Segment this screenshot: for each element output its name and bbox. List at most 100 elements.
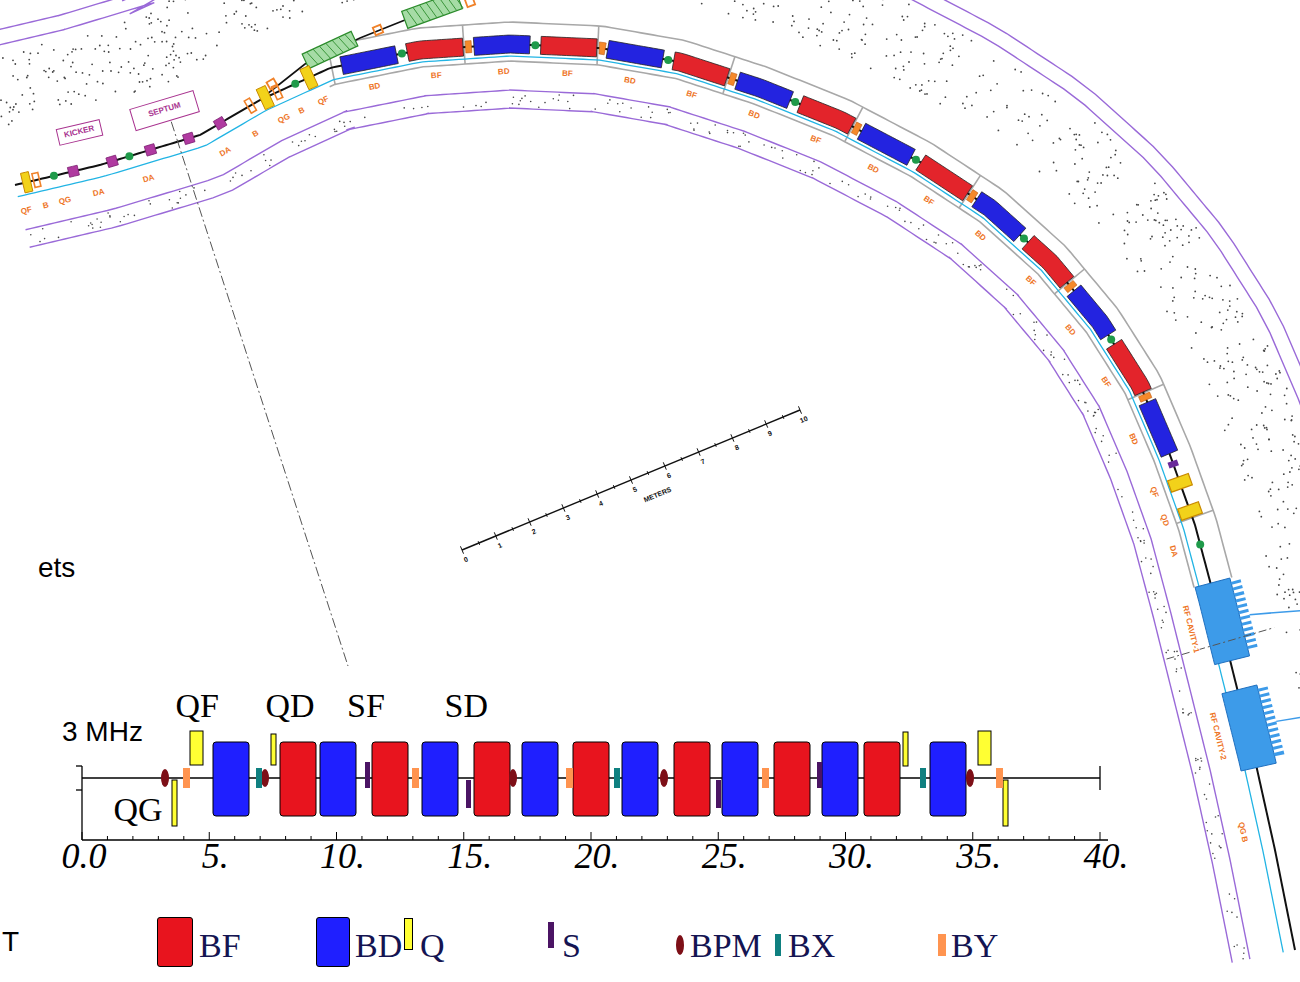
concrete-dot	[938, 61, 940, 63]
concrete-dot	[1209, 783, 1211, 785]
concrete-dot	[949, 45, 951, 47]
concrete-dot	[1204, 295, 1206, 297]
concrete-dot	[922, 29, 924, 31]
concrete-dot	[1093, 415, 1095, 417]
concrete-dot	[1035, 334, 1037, 336]
concrete-dot	[829, 183, 831, 185]
concrete-dot	[771, 147, 773, 149]
concrete-dot	[944, 33, 946, 35]
concrete-dot	[1084, 402, 1086, 404]
concrete-dot	[1043, 350, 1045, 352]
concrete-dot	[848, 184, 850, 186]
concrete-dot	[1200, 757, 1202, 759]
concrete-dot	[901, 16, 903, 18]
component-label: BF	[430, 72, 443, 82]
concrete-dot	[67, 54, 69, 56]
concrete-dot	[1006, 107, 1008, 109]
concrete-dot	[1162, 236, 1164, 238]
concrete-dot	[521, 98, 523, 100]
concrete-dot	[120, 221, 122, 223]
concrete-dot	[1267, 365, 1269, 367]
concrete-dot	[1259, 511, 1261, 513]
concrete-dot	[1277, 509, 1279, 511]
concrete-dot	[979, 265, 981, 267]
concrete-dot	[1041, 114, 1043, 116]
concrete-dot	[1166, 198, 1168, 200]
component-name: SEPTUM	[148, 101, 182, 119]
concrete-dot	[1160, 268, 1162, 270]
scale-number: 4	[597, 499, 605, 508]
concrete-dot	[427, 106, 429, 108]
concrete-dot	[134, 90, 136, 92]
concrete-dot	[115, 91, 117, 93]
concrete-dot	[1299, 673, 1300, 675]
concrete-dot	[1082, 192, 1084, 194]
concrete-dot	[148, 200, 150, 202]
concrete-dot	[1176, 668, 1178, 670]
concrete-dot	[1299, 591, 1300, 593]
concrete-dot	[530, 101, 532, 103]
component-label: BD	[1126, 431, 1139, 447]
cavity-fin	[1236, 597, 1246, 602]
concrete-dot	[1089, 206, 1091, 208]
beam-monitor	[50, 172, 58, 180]
scale-tick	[580, 499, 582, 503]
concrete-dot	[1271, 526, 1273, 528]
focusing-dipole	[674, 742, 710, 816]
concrete-dot	[1143, 528, 1145, 530]
concrete-dot	[1291, 484, 1293, 486]
concrete-dot	[81, 48, 83, 50]
concrete-dot	[966, 96, 968, 98]
concrete-dot	[292, 141, 294, 143]
concrete-dot	[697, 122, 699, 124]
concrete-dot	[852, 0, 854, 1]
component-box: SEPTUM	[129, 89, 200, 130]
concrete-dot	[1152, 566, 1154, 568]
concrete-dot	[33, 101, 35, 103]
concrete-dot	[165, 65, 167, 67]
tunnel-wall	[0, 0, 1300, 920]
concrete-dot	[971, 105, 973, 107]
concrete-dot	[842, 181, 844, 183]
concrete-dot	[1279, 546, 1281, 548]
concrete-dot	[1284, 419, 1286, 421]
dipole-small	[67, 165, 79, 177]
concrete-dot	[1287, 557, 1289, 559]
concrete-dot	[650, 117, 652, 119]
corrector	[32, 172, 41, 187]
concrete-dot	[102, 83, 104, 85]
concrete-dot	[818, 167, 820, 169]
concrete-dot	[1176, 225, 1178, 227]
concrete-dot	[109, 62, 111, 64]
concrete-dot	[924, 26, 926, 28]
concrete-dot	[256, 30, 258, 32]
concrete-dot	[1211, 327, 1213, 329]
cavity-fin	[1246, 638, 1256, 643]
element-label: SD	[445, 686, 488, 725]
concrete-dot	[668, 112, 670, 114]
concrete-dot	[1223, 368, 1225, 370]
concrete-dot	[1247, 386, 1249, 388]
scale-number: 6	[665, 471, 673, 480]
concrete-dot	[993, 111, 995, 113]
concrete-dot	[1217, 395, 1219, 397]
concrete-dot	[175, 55, 177, 57]
concrete-dot	[403, 107, 405, 109]
concrete-dot	[84, 95, 86, 97]
cavity-fin	[1237, 603, 1247, 608]
component-label: DA	[141, 173, 157, 185]
concrete-dot	[1257, 448, 1259, 450]
corrector	[465, 41, 472, 53]
concrete-dot	[241, 175, 243, 177]
concrete-dot	[1156, 199, 1158, 201]
concrete-dot	[1276, 378, 1278, 380]
concrete-dot	[1265, 555, 1267, 557]
component-label: BD	[623, 76, 638, 87]
concrete-dot	[819, 45, 821, 47]
concrete-dot	[1284, 527, 1286, 529]
concrete-dot	[1286, 403, 1288, 405]
concrete-dot	[1233, 371, 1235, 373]
concrete-dot	[1227, 309, 1229, 311]
concrete-dot	[94, 48, 96, 50]
concrete-dot	[916, 36, 918, 38]
